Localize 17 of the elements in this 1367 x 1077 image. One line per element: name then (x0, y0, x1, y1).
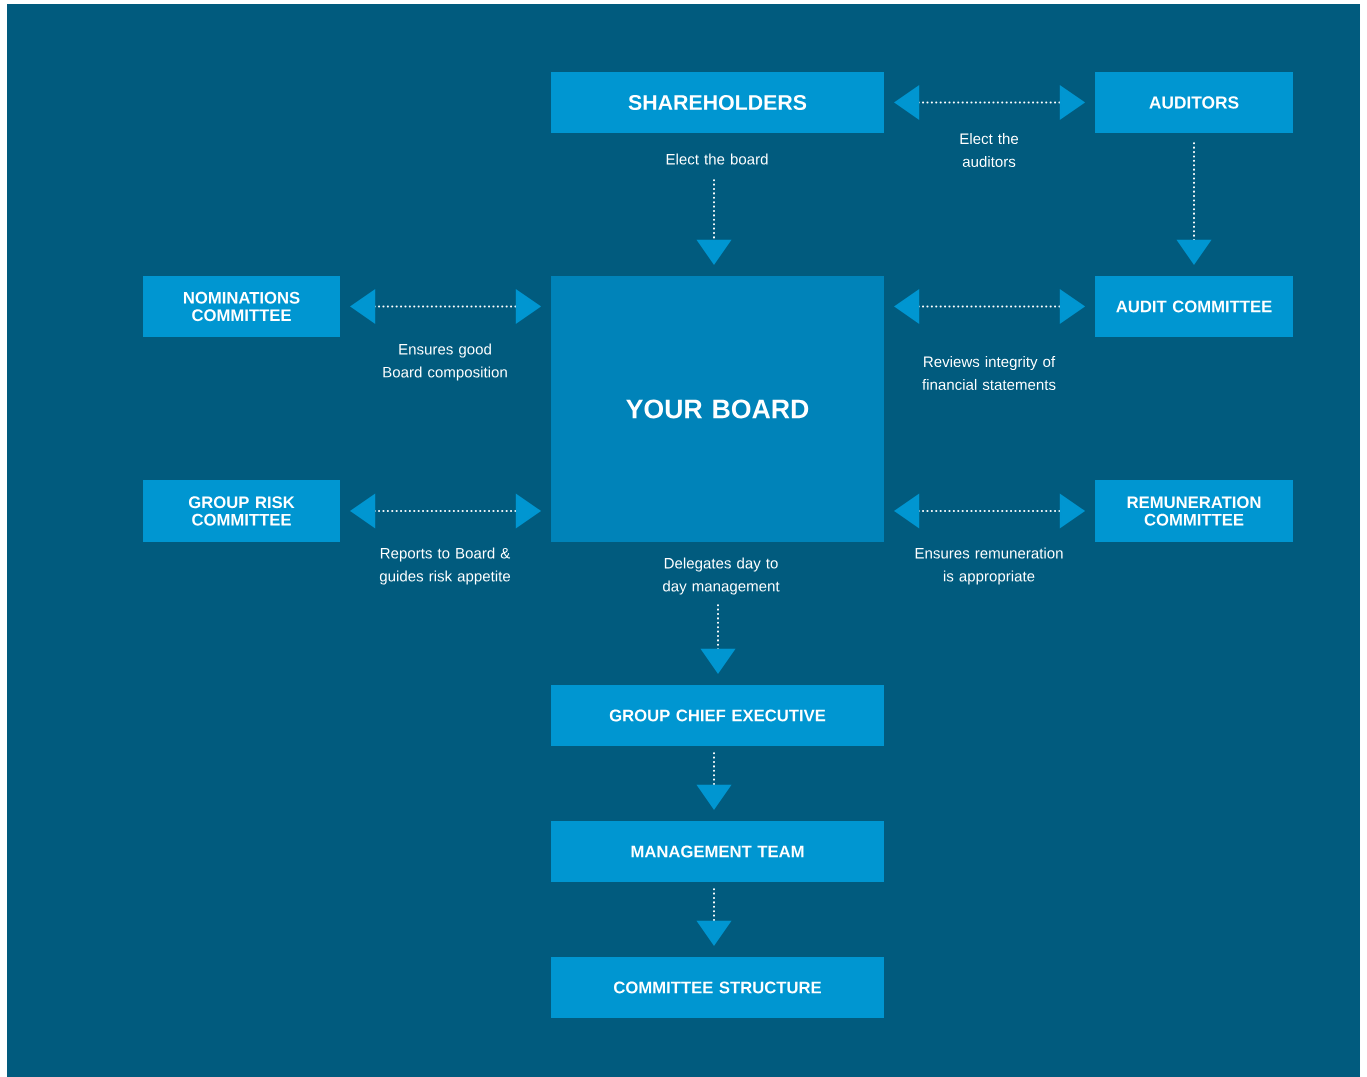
edge-label: Delegates day to day management (663, 557, 780, 595)
edge-label: Reviews integrity of financial statements (922, 356, 1056, 390)
edge-label: Elect the board (666, 153, 768, 165)
edge-label: Reports to Board & guides risk appetite (379, 547, 511, 585)
process-box: GROUP RISK COMMITTEE (143, 480, 340, 542)
board-box: YOUR BOARD (551, 276, 884, 542)
edge-label: Ensures remuneration is appropriate (915, 547, 1063, 585)
process-box: MANAGEMENT TEAM (551, 821, 884, 882)
process-box: AUDITORS (1095, 72, 1293, 133)
process-box: SHAREHOLDERS (551, 72, 884, 133)
process-box: NOMINATIONS COMMITTEE (143, 276, 340, 337)
process-box: AUDIT COMMITTEE (1095, 276, 1293, 337)
edge-label: Elect the auditors (960, 133, 1019, 167)
edge-label: Ensures good Board composition (383, 343, 507, 381)
process-box: REMUNERATION COMMITTEE (1095, 480, 1293, 542)
process-box: GROUP CHIEF EXECUTIVE (551, 685, 884, 746)
process-box: COMMITTEE STRUCTURE (551, 957, 884, 1018)
